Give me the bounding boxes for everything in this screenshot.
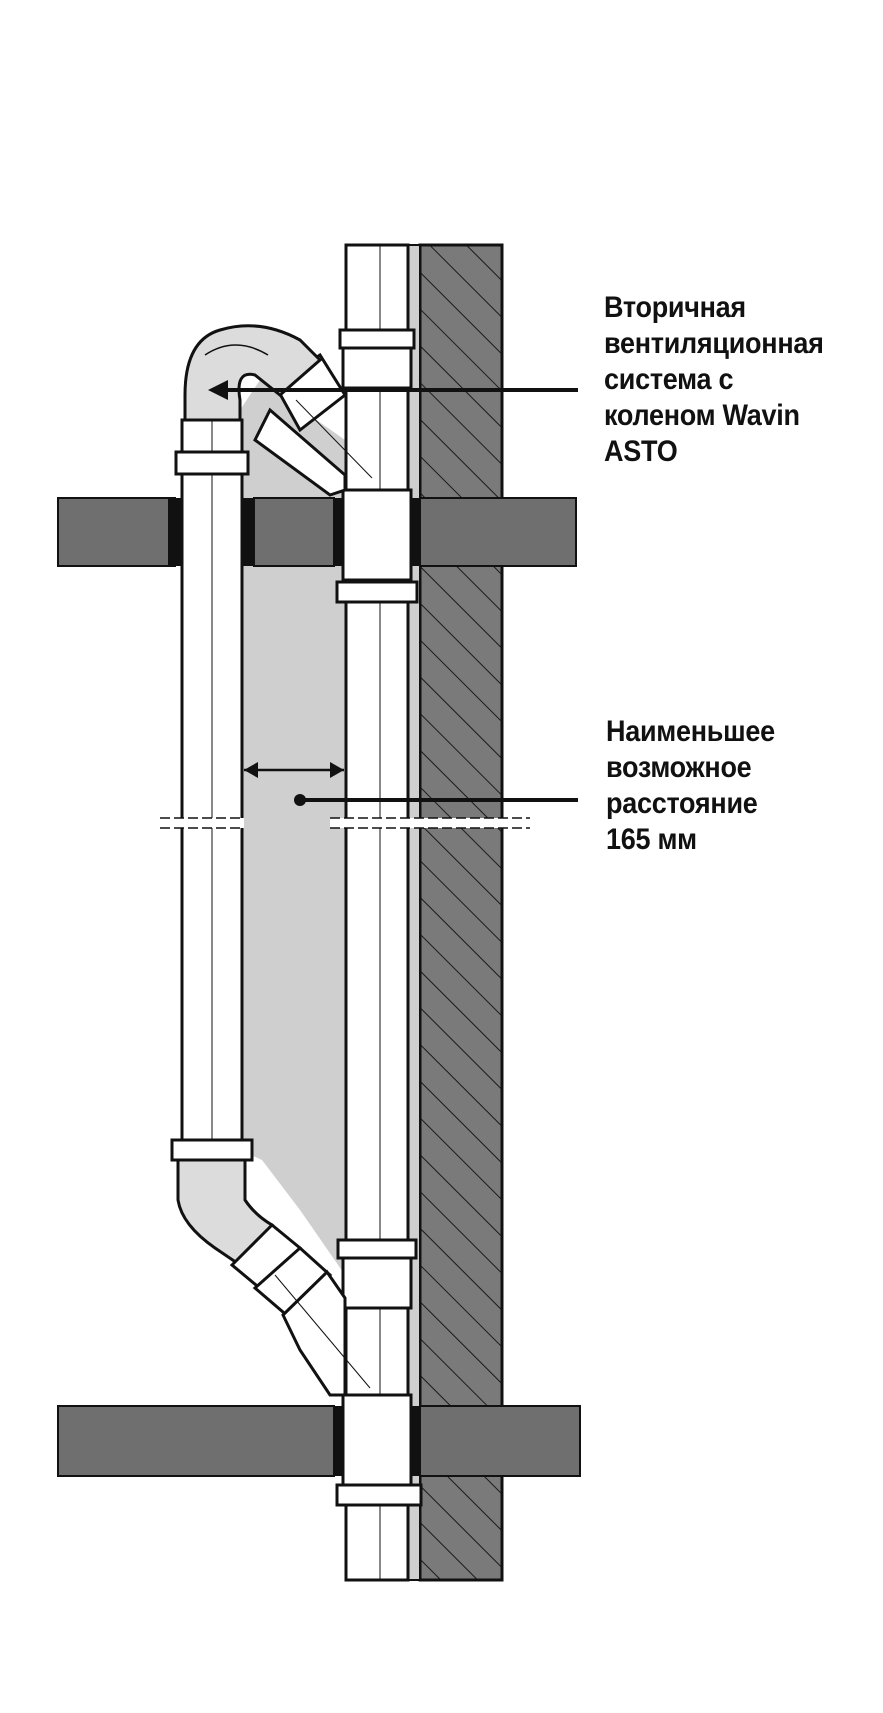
leader-dot-mid [294, 794, 306, 806]
secondary-vent-label: Вторичная вентиляционная система с колен… [604, 290, 824, 470]
min-distance-label: Наименьшее возможное расстояние 165 мм [606, 714, 775, 858]
min-distance-label-line-1: Наименьшее [606, 715, 775, 748]
wall [404, 243, 504, 1582]
main-stack-pipe [330, 243, 530, 1582]
secondary-vent-label-line-3: система с [604, 363, 734, 396]
secondary-vent-pipe [160, 418, 254, 1162]
secondary-vent-label-line-4: коленом Wavin [604, 399, 800, 432]
min-distance-label-line-4: 165 мм [606, 823, 697, 856]
floor-slab-lower [57, 1405, 581, 1477]
floor-slab-upper [57, 497, 577, 567]
secondary-vent-label-line-2: вентиляционная [604, 327, 824, 360]
min-distance-label-line-3: расстояние [606, 787, 758, 820]
min-distance-label-line-2: возможное [606, 751, 752, 784]
leader-arrowhead-top [208, 380, 228, 400]
lower-elbow [176, 1158, 371, 1397]
upper-elbow [183, 324, 323, 422]
dimension-arrow [244, 762, 344, 778]
shaded-zone [240, 380, 345, 1275]
secondary-vent-label-line-1: Вторичная [604, 291, 746, 324]
secondary-vent-label-line-5: ASTO [604, 435, 678, 468]
